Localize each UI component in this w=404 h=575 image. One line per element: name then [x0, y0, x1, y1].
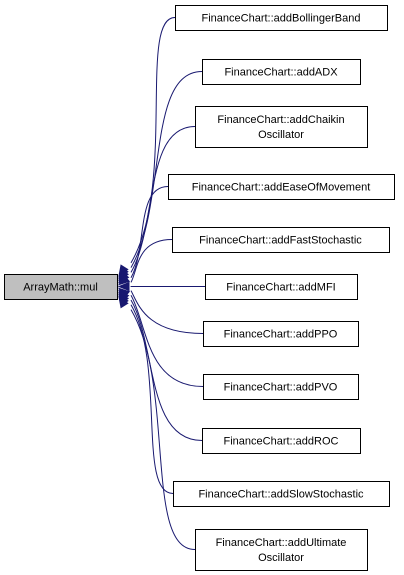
call-edges	[117, 17, 206, 550]
caller-node-add-chaikin-oscillator-label-line-1: FinanceChart::addChaikin	[217, 114, 344, 126]
caller-node-add-ultimate-oscillator-label-line-1: FinanceChart::addUltimate	[216, 537, 347, 549]
caller-node-add-bollinger-band-box[interactable]	[175, 5, 388, 31]
caller-node-add-ultimate-oscillator-box[interactable]	[195, 529, 368, 571]
edge-add-ease-of-movement-line	[130, 186, 169, 278]
edge-add-ultimate-oscillator	[118, 295, 196, 550]
edge-add-fast-stochastic-arrowhead	[117, 274, 131, 286]
edge-add-roc-line	[130, 299, 203, 441]
root-node-arraymath-mul-box[interactable]	[4, 274, 118, 300]
caller-node-add-fast-stochastic-label: FinanceChart::addFastStochastic	[199, 235, 362, 247]
caller-node-add-mfi[interactable]: FinanceChart::addMFI	[205, 274, 358, 300]
caller-node-add-roc-box[interactable]	[202, 428, 361, 454]
edge-add-fast-stochastic-line	[130, 239, 173, 283]
caller-node-add-adx[interactable]: FinanceChart::addADX	[202, 59, 361, 85]
edge-add-ultimate-oscillator-arrowhead	[118, 295, 129, 309]
caller-node-add-slow-stochastic[interactable]: FinanceChart::addSlowStochastic	[173, 481, 390, 507]
function-nodes: ArrayMath::mul FinanceChart::addBollinger…	[4, 5, 395, 571]
root-node-arraymath-mul[interactable]: ArrayMath::mul	[4, 274, 118, 300]
caller-node-add-adx-label: FinanceChart::addADX	[224, 67, 338, 79]
caller-node-add-slow-stochastic-box[interactable]	[173, 481, 390, 507]
caller-node-add-ease-of-movement-label: FinanceChart::addEaseOfMovement	[192, 182, 371, 194]
edge-add-chaikin-oscillator	[118, 126, 196, 282]
caller-node-add-mfi-label: FinanceChart::addMFI	[226, 282, 335, 294]
edge-add-slow-stochastic	[118, 293, 174, 494]
edge-add-bollinger-band-line	[130, 17, 176, 264]
edge-add-pvo-line	[130, 295, 204, 387]
edge-add-fast-stochastic	[117, 239, 173, 286]
caller-node-add-pvo-box[interactable]	[203, 374, 359, 400]
caller-node-add-bollinger-band[interactable]: FinanceChart::addBollingerBand	[175, 5, 388, 31]
caller-node-add-roc[interactable]: FinanceChart::addROC	[202, 428, 361, 454]
caller-node-add-adx-box[interactable]	[202, 59, 361, 85]
caller-node-add-chaikin-oscillator-box[interactable]	[195, 106, 368, 148]
caller-node-add-fast-stochastic[interactable]: FinanceChart::addFastStochastic	[172, 227, 390, 253]
root-node-arraymath-mul-label: ArrayMath::mul	[23, 282, 98, 294]
caller-node-add-ppo[interactable]: FinanceChart::addPPO	[203, 321, 359, 347]
caller-node-add-pvo[interactable]: FinanceChart::addPVO	[203, 374, 359, 400]
edge-add-ultimate-oscillator-line	[130, 309, 196, 550]
caller-node-add-ease-of-movement-box[interactable]	[168, 174, 395, 200]
caller-node-add-ease-of-movement[interactable]: FinanceChart::addEaseOfMovement	[168, 174, 395, 200]
caller-node-add-slow-stochastic-label: FinanceChart::addSlowStochastic	[198, 489, 364, 501]
edge-add-mfi-arrowhead	[117, 281, 130, 292]
caller-node-add-ppo-box[interactable]	[203, 321, 359, 347]
caller-node-add-chaikin-oscillator-label-line-2: Oscillator	[258, 129, 304, 141]
caller-node-add-fast-stochastic-box[interactable]	[172, 227, 390, 253]
caller-node-add-roc-label: FinanceChart::addROC	[224, 436, 339, 448]
caller-node-add-mfi-box[interactable]	[205, 274, 358, 300]
caller-node-add-pvo-label: FinanceChart::addPVO	[224, 382, 338, 394]
edge-add-slow-stochastic-line	[130, 304, 174, 494]
edge-add-ppo-line	[130, 290, 204, 334]
caller-node-add-bollinger-band-label: FinanceChart::addBollingerBand	[202, 13, 361, 25]
caller-node-add-ppo-label: FinanceChart::addPPO	[224, 329, 338, 341]
edge-add-bollinger-band	[118, 17, 176, 277]
caller-node-add-ultimate-oscillator-label-line-2: Oscillator	[258, 552, 304, 564]
edge-add-mfi	[117, 281, 206, 292]
